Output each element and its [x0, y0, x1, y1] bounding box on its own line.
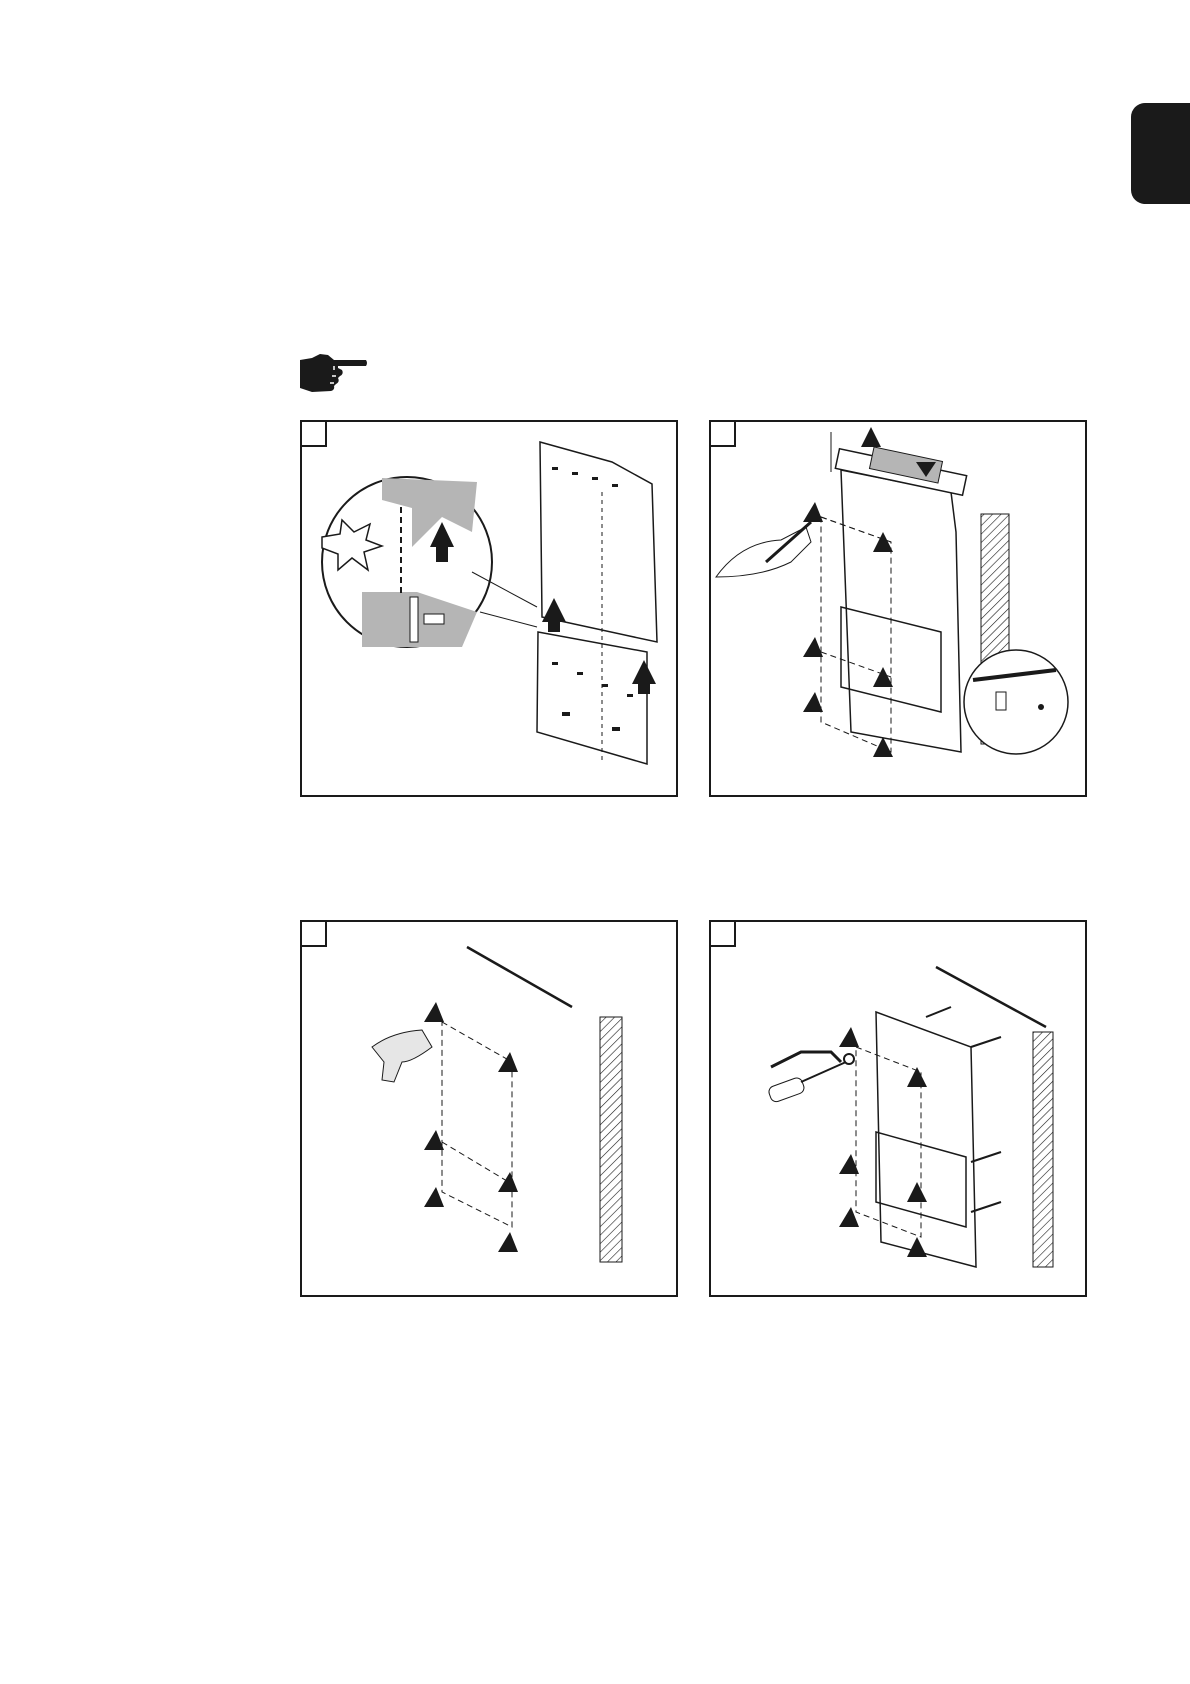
step-4-illustration: [709, 920, 1087, 1297]
step-1-illustration: [300, 420, 678, 797]
language-tab: [1131, 103, 1190, 204]
step-3-marker: [302, 922, 327, 947]
step-4-marker: [711, 922, 736, 947]
step-1-marker: [302, 422, 327, 447]
pointing-hand-icon: [298, 352, 368, 394]
step-2-illustration: [709, 420, 1087, 797]
step-2-marker: [711, 422, 736, 447]
step-3-illustration: [300, 920, 678, 1297]
